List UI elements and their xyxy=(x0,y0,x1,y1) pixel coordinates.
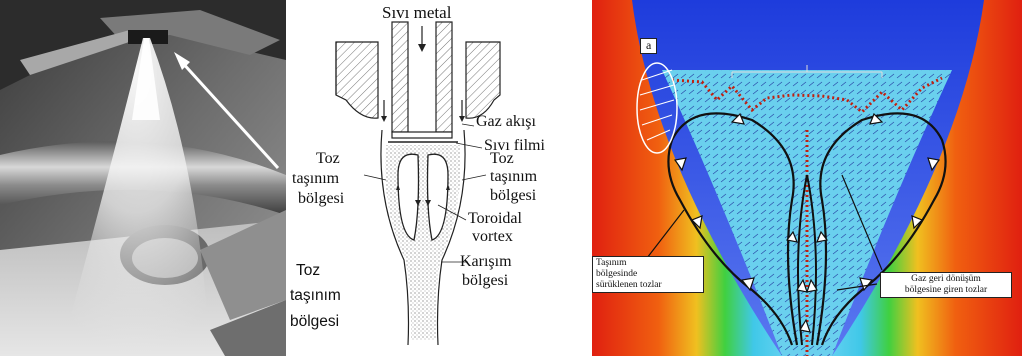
cfd-flow-field: a Taşınım bölgesinde sürüklenen tozlar G… xyxy=(592,0,1022,356)
powder-transport-left-label-2: taşınım xyxy=(292,170,339,188)
entrained-powder-callout: Taşınım bölgesinde sürüklenen tozlar xyxy=(592,256,704,293)
powder-transport-right-label-2: taşınım xyxy=(490,168,537,186)
atomizer-photo xyxy=(0,0,286,356)
recirculation-powder-line-2: bölgesine giren tozlar xyxy=(884,285,1008,296)
powder-transport-right-label-3: bölgesi xyxy=(490,187,536,205)
powder-transport-left-label-1: Toz xyxy=(316,150,340,168)
powder-transport-left-label-3: bölgesi xyxy=(298,190,344,208)
atomizer-schematic: Sıvı metal Gaz akışı Sıvı filmi Toz taşı… xyxy=(286,0,592,356)
recirculation-powder-callout: Gaz geri dönüşüm bölgesine giren tozlar xyxy=(880,272,1012,298)
entrained-powder-line-2: bölgesinde xyxy=(596,269,700,280)
mixing-zone-label-2: bölgesi xyxy=(462,272,508,290)
atomizer-photo-image xyxy=(0,0,286,356)
mixing-zone-label-1: Karışım xyxy=(460,253,512,271)
region-a-marker: a xyxy=(640,38,657,54)
powder-transport-right-label-1: Toz xyxy=(490,150,514,168)
entrained-powder-line-3: sürüklenen tozlar xyxy=(596,280,700,291)
toroidal-vortex-label-2: vortex xyxy=(472,228,513,246)
liquid-metal-label: Sıvı metal xyxy=(382,4,451,23)
toroidal-vortex-label-1: Toroidal xyxy=(468,210,522,228)
gas-flow-label: Gaz akışı xyxy=(476,113,536,131)
entrained-powder-line-1: Taşınım xyxy=(596,258,700,269)
recirculation-powder-line-1: Gaz geri dönüşüm xyxy=(884,274,1008,285)
